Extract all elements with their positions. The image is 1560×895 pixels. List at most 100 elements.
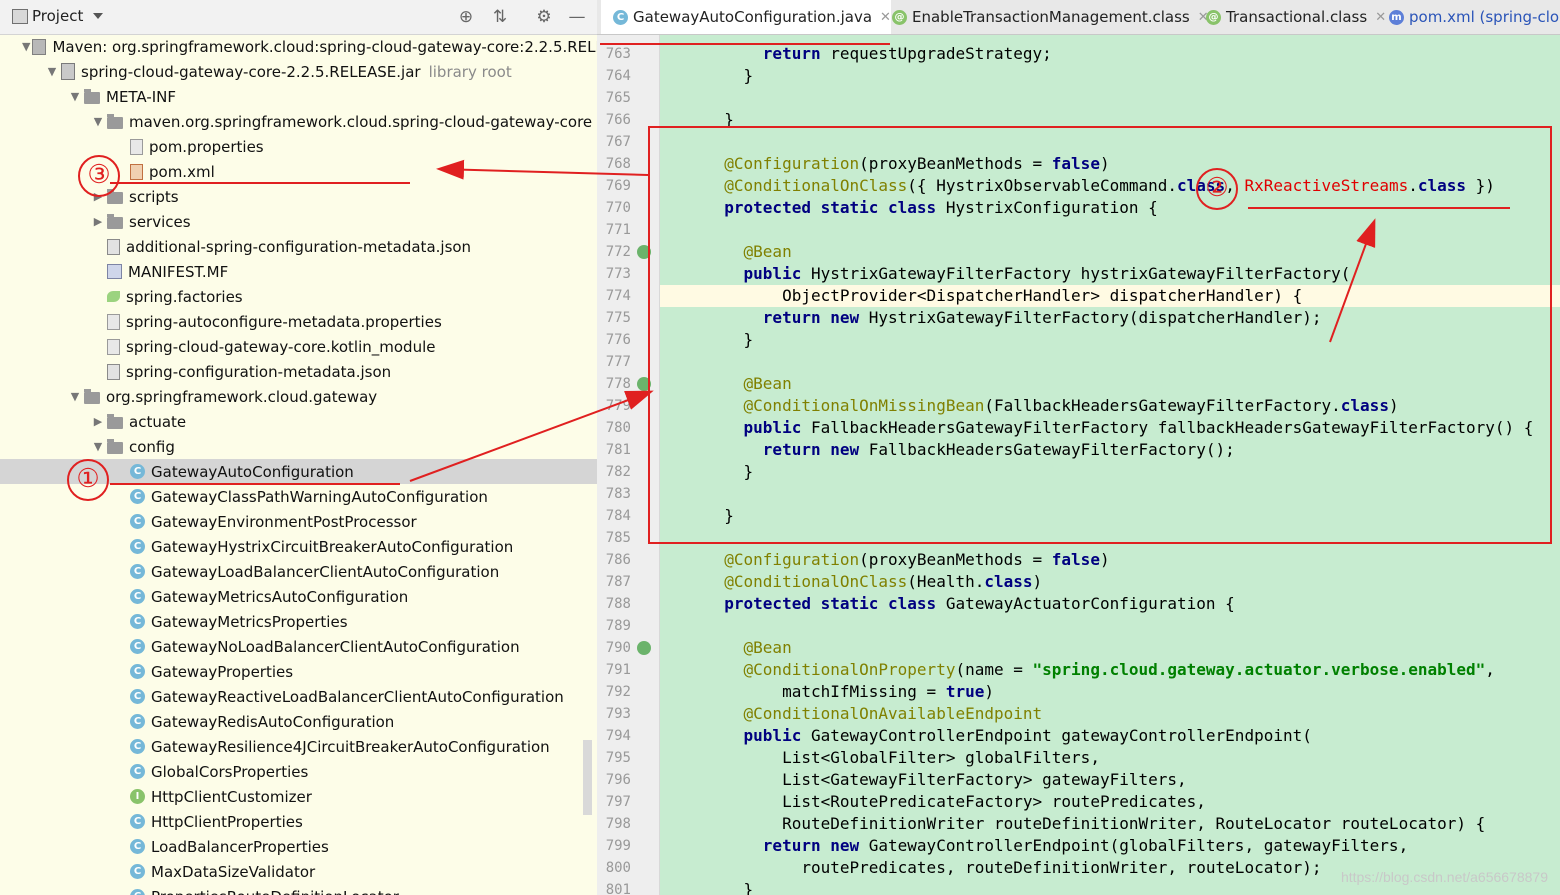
bean-gutter-icon[interactable] bbox=[637, 377, 651, 391]
class-icon: C bbox=[130, 514, 145, 529]
tree-item[interactable]: ▼maven.org.springframework.cloud.spring-… bbox=[0, 109, 597, 134]
code-token: HystrixGatewayFilterFactory hystrixGatew… bbox=[801, 264, 1351, 283]
tree-item[interactable]: ▶services bbox=[0, 209, 597, 234]
line-number: 782 bbox=[605, 464, 631, 480]
tree-item[interactable]: spring.factories bbox=[0, 284, 597, 309]
class-icon: C bbox=[130, 689, 145, 704]
tree-item-label: GatewayHystrixCircuitBreakerAutoConfigur… bbox=[151, 537, 514, 556]
code-token: (name = bbox=[955, 660, 1033, 679]
tree-item[interactable]: ▶actuate bbox=[0, 409, 597, 434]
collapse-arrow-icon[interactable]: ▶ bbox=[93, 415, 103, 428]
bean-gutter-icon[interactable] bbox=[637, 641, 651, 655]
code-line: } bbox=[705, 879, 754, 895]
code-token: List<RoutePredicateFactory> routePredica… bbox=[705, 792, 1206, 811]
line-number: 785 bbox=[605, 530, 631, 546]
code-token: HystrixGatewayFilterFactory(dispatcherHa… bbox=[859, 308, 1322, 327]
code-token bbox=[705, 704, 744, 723]
project-view-selector[interactable]: Project bbox=[12, 7, 104, 25]
tree-item[interactable]: MANIFEST.MF bbox=[0, 259, 597, 284]
chevron-down-icon bbox=[93, 13, 104, 19]
tree-item[interactable]: ▼config bbox=[0, 434, 597, 459]
code-token: } bbox=[705, 66, 754, 85]
project-header: Project ⊕ ⇅ ⚙ — bbox=[0, 0, 597, 35]
tree-item[interactable]: spring-cloud-gateway-core.kotlin_module bbox=[0, 334, 597, 359]
code-token: , bbox=[1485, 660, 1495, 679]
tree-item[interactable]: CPropertiesRouteDefinitionLocator bbox=[0, 884, 597, 895]
expand-arrow-icon[interactable]: ▼ bbox=[93, 440, 103, 453]
editor-tab[interactable]: @Transactional.class✕ bbox=[1194, 0, 1386, 34]
line-number: 786 bbox=[605, 552, 631, 568]
code-token: ) bbox=[1388, 396, 1399, 415]
expand-arrow-icon[interactable]: ▼ bbox=[47, 65, 57, 78]
tree-item[interactable]: ▼spring-cloud-gateway-core-2.2.5.RELEASE… bbox=[0, 59, 597, 84]
hide-panel-icon[interactable]: — bbox=[568, 7, 586, 27]
expand-arrow-icon[interactable]: ▼ bbox=[93, 115, 103, 128]
code-token: } bbox=[705, 880, 754, 895]
code-token: return new bbox=[762, 308, 860, 327]
line-number: 774 bbox=[605, 288, 631, 304]
collapse-all-icon[interactable]: ⇅ bbox=[492, 7, 508, 27]
code-token: ) bbox=[1099, 154, 1110, 173]
tree-item[interactable]: ▼org.springframework.cloud.gateway bbox=[0, 384, 597, 409]
code-token: protected static class bbox=[724, 198, 937, 217]
line-number: 778 bbox=[605, 376, 631, 392]
tree-item[interactable]: additional-spring-configuration-metadata… bbox=[0, 234, 597, 259]
close-icon[interactable]: ✕ bbox=[1197, 9, 1209, 25]
tree-item-label: META-INF bbox=[106, 87, 177, 106]
code-token: ) bbox=[984, 682, 994, 701]
bean-gutter-icon[interactable] bbox=[637, 245, 651, 259]
line-number: 799 bbox=[605, 838, 631, 854]
tree-item-label: spring-autoconfigure-metadata.properties bbox=[126, 312, 442, 331]
code-line: @Configuration(proxyBeanMethods = false) bbox=[705, 153, 1110, 175]
tree-item-label: GatewayAutoConfiguration bbox=[151, 462, 354, 481]
code-line: return requestUpgradeStrategy; bbox=[705, 43, 1052, 65]
collapse-arrow-icon[interactable]: ▶ bbox=[93, 215, 103, 228]
expand-arrow-icon[interactable]: ▼ bbox=[70, 390, 80, 403]
line-number: 793 bbox=[605, 706, 631, 722]
editor-tab[interactable]: @EnableTransactionManagement.class✕ bbox=[880, 0, 1209, 34]
close-icon[interactable]: ✕ bbox=[1375, 9, 1387, 25]
close-icon[interactable]: ✕ bbox=[880, 9, 891, 25]
tree-item[interactable]: spring-autoconfigure-metadata.properties bbox=[0, 309, 597, 334]
gear-icon[interactable]: ⚙ bbox=[536, 7, 552, 27]
line-number: 796 bbox=[605, 772, 631, 788]
tree-item[interactable]: spring-configuration-metadata.json bbox=[0, 359, 597, 384]
code-line: ObjectProvider<DispatcherHandler> dispat… bbox=[705, 285, 1302, 307]
code-line: RouteDefinitionWriter routeDefinitionWri… bbox=[705, 813, 1485, 835]
code-token: } bbox=[705, 110, 734, 129]
tree-item[interactable]: pom.xml bbox=[0, 159, 597, 184]
locate-file-icon[interactable]: ⊕ bbox=[458, 7, 474, 27]
tree-item[interactable]: ▼ META-INF bbox=[0, 84, 597, 109]
tree-scrollbar[interactable] bbox=[583, 740, 592, 815]
expand-arrow-icon[interactable]: ▼ bbox=[70, 90, 80, 103]
tab-label: Transactional.class bbox=[1226, 8, 1368, 26]
line-number: 789 bbox=[605, 618, 631, 634]
project-tool-window: Project ⊕ ⇅ ⚙ — ▼Maven: org.springframew… bbox=[0, 0, 598, 895]
line-number: 794 bbox=[605, 728, 631, 744]
tree-item[interactable]: ▼Maven: org.springframework.cloud:spring… bbox=[0, 34, 597, 59]
code-token: (FallbackHeadersGatewayFilterFactory. bbox=[984, 396, 1341, 415]
expand-arrow-icon[interactable]: ▼ bbox=[22, 40, 31, 53]
tree-item-label: HttpClientCustomizer bbox=[151, 787, 312, 806]
tree-item[interactable]: pom.properties bbox=[0, 134, 597, 159]
file-icon bbox=[107, 338, 120, 355]
